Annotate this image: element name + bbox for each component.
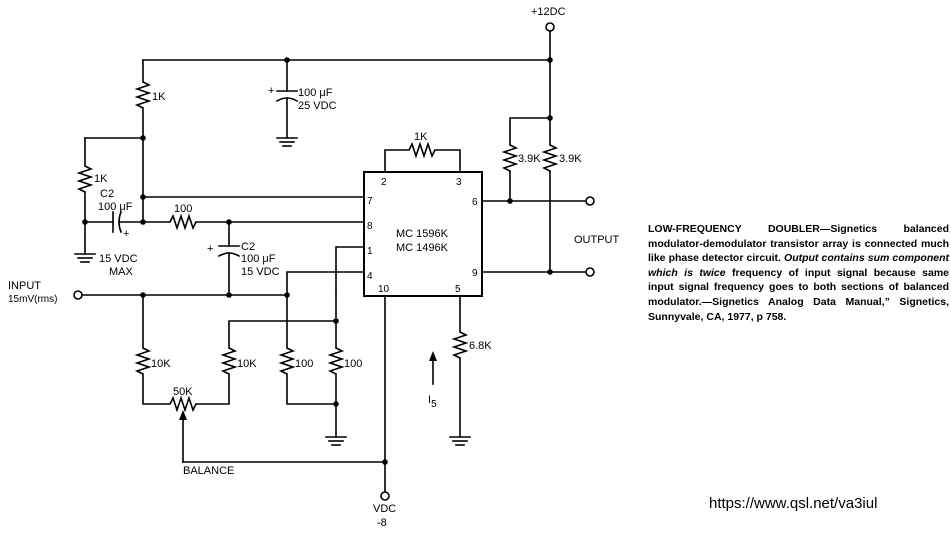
ground-left [74,221,96,263]
resistor-100-series [142,213,365,231]
label-c2-left-value: 100 μF [98,201,133,213]
svg-text:9: 9 [472,268,478,279]
label-c2-mid-name: C2 [241,241,255,253]
label-c2-mid-value: 100 μF [241,253,276,265]
output-terminal-top [585,196,595,206]
positive-supply-terminal [545,22,555,61]
source-url: https://www.qsl.net/va3iul [709,495,878,512]
label-r-100-left: 100 [295,358,313,370]
capacitor-100uf-25v [275,59,299,147]
label-r-load-a: 3.9K [518,153,541,165]
ic-label-line1: MC 1596K [396,228,449,240]
ic-mc1596k [363,171,483,297]
label-input-level: 15mV(rms) [8,294,57,305]
resistor-1k-feedback [384,141,461,173]
resistor-100-right [327,295,345,438]
svg-text:1: 1 [367,246,373,257]
label-c2-left-rating1: 15 VDC [99,253,138,265]
label-cap-top-value: 100 μF [298,87,333,99]
resistor-1k-top-left [134,59,152,223]
label-output: OUTPUT [574,234,620,246]
label-r-left-mid: 1K [94,173,108,185]
caption-body-1: Signetics balanced modulator-demodulator… [648,223,949,265]
label-balance: BALANCE [183,465,234,477]
label-input: INPUT [8,280,41,292]
label-i5: I5 [428,394,437,410]
caption-body-2: frequency of input signal because same i… [648,266,949,323]
resistor-100-left [278,294,337,405]
svg-text:+: + [268,85,274,97]
label-supply-pos: +12DC [531,6,566,18]
svg-text:10: 10 [378,284,390,295]
svg-text:7: 7 [367,196,373,207]
figure-caption: LOW-FREQUENCY DOUBLER—Signetics balanced… [648,222,949,324]
resistor-3-9k-b [541,117,559,273]
label-r-load-b: 3.9K [559,153,582,165]
output-terminal-bottom [585,267,595,277]
resistor-10k-right [220,320,337,375]
current-arrow-i5 [429,351,437,385]
negative-supply-terminal [380,491,390,501]
label-r-100-right: 100 [344,358,362,370]
caption-title: LOW-FREQUENCY DOUBLER— [648,223,831,235]
resistor-1k-left-branch [76,137,94,223]
svg-text:+: + [207,243,213,255]
caption-body-italic: Output contains sum component which is t… [648,252,950,279]
resistor-10k-left [134,294,171,405]
svg-text:2: 2 [381,177,387,188]
resistor-6-8k [449,295,471,446]
capacitor-c2-left [84,210,144,234]
svg-text:5: 5 [455,284,461,295]
label-vdc-value: -8 [377,517,387,529]
svg-text:6: 6 [472,197,478,208]
potentiometer-50k [169,373,230,463]
svg-text:4: 4 [367,271,373,282]
label-r-6-8k: 6.8K [469,340,492,352]
label-r-feedback: 1K [414,131,428,143]
label-r-10k-left: 10K [151,358,171,370]
label-c2-left-name: C2 [100,188,114,200]
label-cap-top-rating: 25 VDC [298,100,337,112]
resistor-3-9k-a [501,144,519,202]
label-c2-mid-rating: 15 VDC [241,266,280,278]
label-c2-left-rating2: MAX [109,266,134,278]
capacitor-c2-mid [217,221,241,296]
svg-text:8: 8 [367,221,373,232]
ic-label-line2: MC 1496K [396,242,449,254]
label-r-100-series: 100 [174,203,192,215]
input-terminal [73,290,83,300]
svg-text:3: 3 [456,177,462,188]
ground-bottom-mid [325,436,347,446]
label-vdc: VDC [373,503,396,515]
svg-text:+: + [123,228,129,240]
label-pot-50k: 50K [173,386,193,398]
label-r-10k-right: 10K [237,358,257,370]
label-r-top-left: 1K [152,91,166,103]
